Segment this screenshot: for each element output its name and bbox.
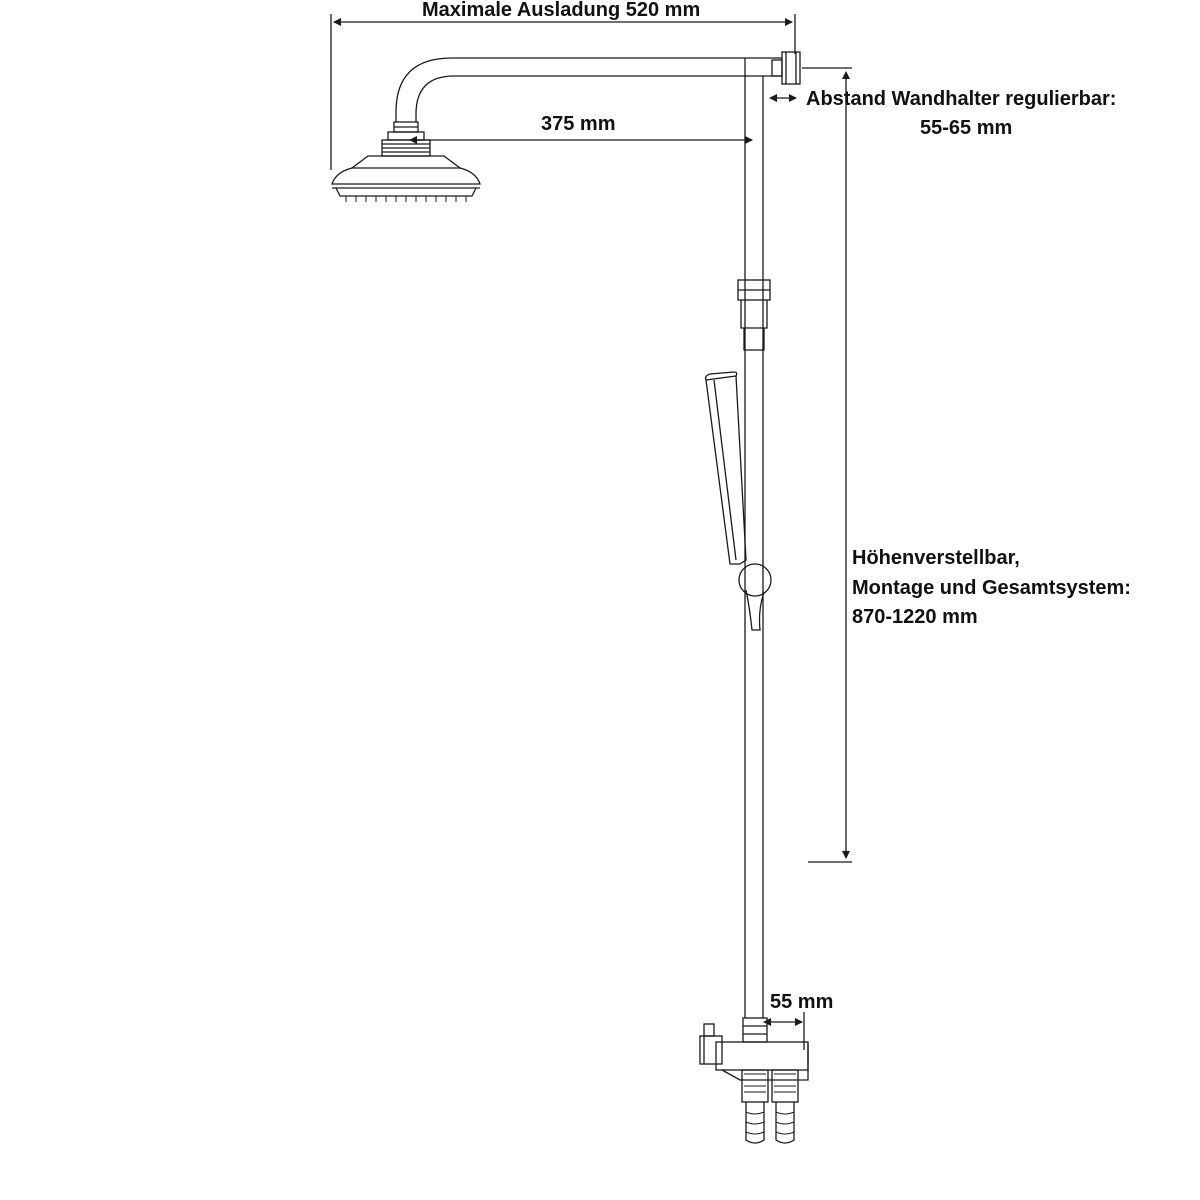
wall-distance-value: 55-65 mm bbox=[920, 117, 1013, 139]
overhead-arm bbox=[395, 57, 782, 122]
wall-distance-label: Abstand Wandhalter regulierbar: bbox=[806, 88, 1117, 110]
outlet-offset-label: 55 mm bbox=[770, 991, 834, 1013]
mixer-valve bbox=[699, 1017, 809, 1144]
arm-length-label: 375 mm bbox=[541, 113, 616, 135]
dimension-outlet-offset bbox=[763, 1012, 805, 1050]
wall-bracket bbox=[771, 51, 801, 85]
height-value: 870-1220 mm bbox=[852, 606, 978, 628]
rain-shower-head bbox=[331, 121, 481, 202]
max-reach-label: Maximale Ausladung 520 mm bbox=[422, 0, 701, 21]
height-label-line2: Montage und Gesamtsystem: bbox=[852, 577, 1131, 599]
hand-shower bbox=[704, 371, 772, 631]
dimension-max-reach bbox=[330, 14, 796, 170]
dimension-total-height bbox=[802, 67, 852, 863]
riser-pipe bbox=[744, 76, 764, 1018]
sliding-holder bbox=[737, 279, 771, 351]
height-label-line1: Höhenverstellbar, bbox=[852, 547, 1020, 569]
